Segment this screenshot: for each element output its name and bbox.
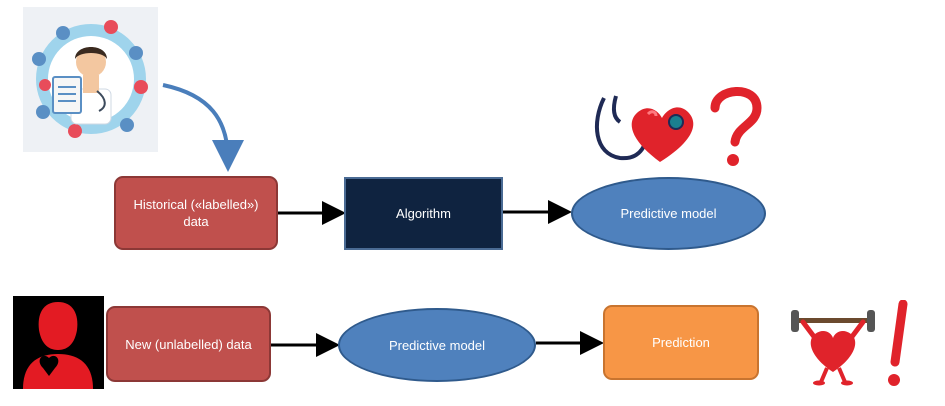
new-data-box: New (unlabelled) data: [106, 306, 271, 382]
question-mark-icon: [705, 86, 767, 168]
stethoscope-heart-icon: [590, 92, 700, 164]
doctor-illustration: [23, 7, 158, 152]
prediction-box: Prediction: [603, 305, 759, 380]
new-data-label: New (unlabelled) data: [125, 336, 252, 352]
algorithm-box: Algorithm: [344, 177, 503, 250]
predictive-model-ellipse-bottom: Predictive model: [338, 308, 536, 382]
strong-heart-icon: [787, 298, 879, 386]
exclamation-mark-icon: [885, 299, 915, 390]
predictive-model-ellipse-top: Predictive model: [571, 177, 766, 250]
predictive-model-label-bottom: Predictive model: [388, 337, 486, 353]
predictive-model-label-top: Predictive model: [620, 206, 717, 221]
prediction-label: Prediction: [652, 335, 710, 350]
algorithm-label: Algorithm: [396, 206, 451, 221]
historical-data-label: Historical («labelled») data: [133, 197, 259, 229]
historical-data-box: Historical («labelled») data: [114, 176, 278, 250]
curved-arrow: [162, 83, 244, 172]
person-heart-icon: [13, 296, 104, 389]
